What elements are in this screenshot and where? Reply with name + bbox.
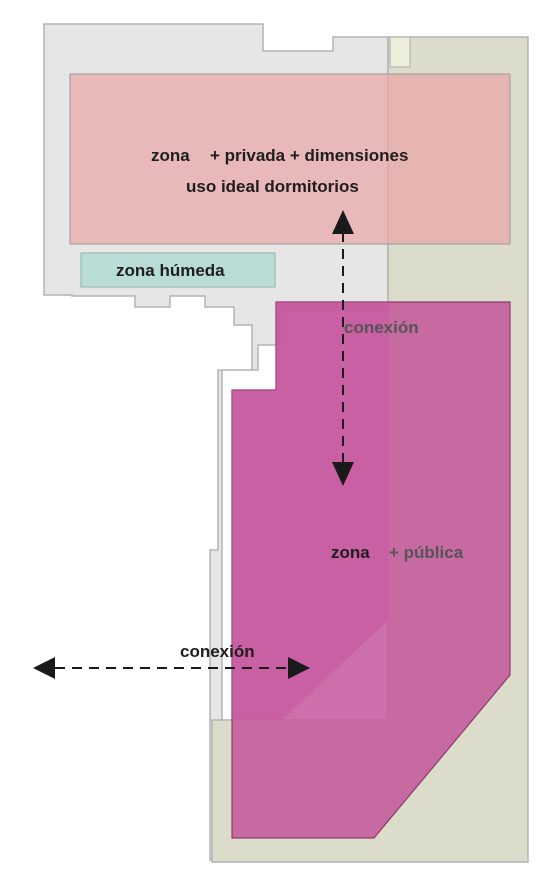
private-zone <box>69 73 511 245</box>
private-zone-usage: uso ideal dormitorios <box>186 177 359 196</box>
private-zone-label-detail: + privada + dimensiones <box>210 146 408 165</box>
arrow-left-icon <box>33 657 55 679</box>
public-zone-label-word: zona <box>331 543 370 562</box>
public-zone-label-detail: + pública <box>389 543 464 562</box>
arrow-down-icon <box>332 462 354 486</box>
wet-zone <box>80 252 276 288</box>
arrow-up-icon <box>332 210 354 234</box>
extension-notch <box>389 36 411 68</box>
private-zone-label-word: zona <box>151 146 190 165</box>
arrow-right-icon <box>288 657 310 679</box>
public-zone-core <box>232 302 388 720</box>
wet-zone-label: zona húmeda <box>116 261 225 280</box>
vertical-connection-label: conexión <box>344 318 419 337</box>
horizontal-connection-label: conexión <box>180 642 255 661</box>
